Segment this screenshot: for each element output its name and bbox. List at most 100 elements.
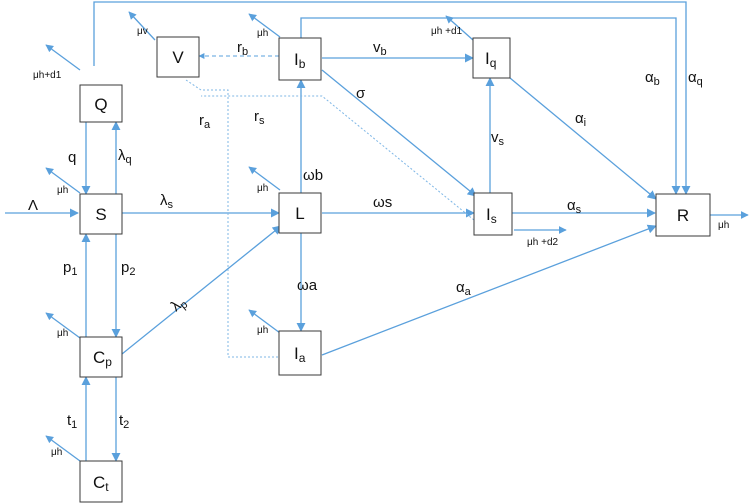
- label-omega-s: ωs: [373, 194, 392, 211]
- death-arrow-ct: [45, 435, 81, 462]
- node-l: L: [278, 192, 322, 234]
- node-is-main: I: [486, 205, 491, 224]
- node-ia-label: Ia: [294, 344, 306, 365]
- node-ia-sub: a: [299, 351, 306, 365]
- death-label-ib: μh: [257, 28, 268, 39]
- node-ct-sub: t: [105, 480, 109, 494]
- death-arrow-v: [128, 11, 156, 41]
- label-sigma: σ: [356, 85, 366, 102]
- node-ia: Ia: [278, 330, 322, 376]
- node-ia-main: I: [294, 344, 299, 363]
- label-nu-b: vb: [373, 39, 387, 58]
- label-lambda-p: λp: [168, 293, 191, 316]
- node-cp: Cp: [79, 336, 123, 378]
- label-lambda-q: λq: [118, 147, 132, 166]
- label-alpha-b: αb: [645, 69, 660, 88]
- arrow-cp-to-l: [121, 225, 282, 355]
- node-is-sub: s: [491, 212, 497, 226]
- label-r-a-sub: a: [204, 119, 211, 131]
- label-nu-s: vs: [491, 129, 505, 148]
- node-ib-main: I: [294, 50, 299, 69]
- label-lambda-recruitment: Λ: [28, 197, 38, 214]
- death-label-iq: μh +d1: [431, 26, 463, 37]
- label-r-b-sub: b: [242, 46, 248, 58]
- death-arrow-l: [248, 166, 281, 191]
- transition-arrows: [5, 1, 691, 462]
- node-q-label: Q: [94, 95, 107, 114]
- node-iq-sub: q: [490, 56, 497, 70]
- label-t1-sub: 1: [71, 419, 77, 431]
- label-p1: p1: [63, 259, 77, 278]
- death-arrows: [45, 11, 749, 462]
- label-alpha-i-sub: i: [584, 117, 586, 129]
- label-q: q: [68, 149, 76, 166]
- label-t2-sub: 2: [123, 419, 129, 431]
- death-label-r: μh: [718, 220, 729, 231]
- death-label-s: μh: [57, 185, 68, 196]
- label-lambda-s-sub: s: [168, 199, 174, 211]
- death-labels: μv μh+d1 μh μh μh μh μh μh μh +d1 μh +d2…: [33, 26, 729, 458]
- label-r-a-main: r: [199, 112, 204, 129]
- label-t1-main: t: [67, 412, 72, 429]
- node-iq: Iq: [472, 37, 511, 79]
- node-ib-sub: b: [299, 57, 306, 71]
- death-label-v: μv: [137, 26, 148, 37]
- node-ct-label: Ct: [93, 473, 109, 494]
- label-nu-b-main: v: [373, 39, 381, 56]
- label-alpha-q-main: α: [688, 69, 697, 86]
- arrow-ib-to-is: [321, 69, 477, 197]
- node-ct: Ct: [79, 460, 123, 503]
- death-label-cp: μh: [57, 328, 68, 339]
- path-ia-to-v: [185, 79, 278, 358]
- label-p2: p2: [121, 259, 135, 278]
- death-arrow-ib: [248, 13, 281, 38]
- arrow-ia-to-r: [321, 224, 657, 356]
- node-ct-main: C: [93, 473, 105, 492]
- label-p1-sub: 1: [71, 266, 77, 278]
- label-p2-sub: 2: [129, 266, 135, 278]
- node-s-label: S: [95, 205, 106, 224]
- node-r-label: R: [677, 206, 689, 225]
- death-arrow-s: [45, 167, 81, 194]
- rate-labels: Λ q λq λs λp p1 p2 t1 t2 rb ra rs vb vs …: [28, 39, 703, 431]
- node-iq-main: I: [485, 49, 490, 68]
- death-arrow-cp: [45, 312, 81, 339]
- node-v: V: [156, 36, 200, 78]
- node-cp-sub: p: [105, 355, 112, 369]
- node-iq-label: Iq: [485, 49, 496, 70]
- label-alpha-a: αa: [456, 279, 472, 298]
- arrow-q-to-r: [93, 1, 691, 195]
- label-t2: t2: [119, 412, 129, 431]
- label-alpha-s-sub: s: [576, 204, 582, 216]
- label-nu-s-main: v: [491, 129, 499, 146]
- node-v-label: V: [172, 48, 184, 67]
- death-label-ct: μh: [51, 447, 62, 458]
- node-ib-label: Ib: [294, 50, 306, 71]
- label-r-s-main: r: [254, 108, 259, 125]
- node-r: R: [655, 193, 711, 237]
- death-label-ia: μh: [257, 325, 268, 336]
- death-label-q: μh+d1: [33, 70, 62, 81]
- vaccination-arrows: [185, 53, 475, 358]
- label-r-b: rb: [237, 39, 248, 58]
- label-alpha-a-sub: a: [465, 286, 472, 298]
- death-label-l: μh: [257, 183, 268, 194]
- label-t2-main: t: [119, 412, 124, 429]
- node-q: Q: [79, 84, 123, 123]
- label-r-b-main: r: [237, 39, 242, 56]
- label-alpha-b-main: α: [645, 69, 654, 86]
- node-l-label: L: [295, 204, 304, 223]
- label-alpha-s-main: α: [567, 197, 576, 214]
- label-alpha-q-sub: q: [697, 76, 703, 88]
- label-r-s-sub: s: [259, 115, 265, 127]
- label-nu-b-sub: b: [381, 46, 387, 58]
- label-lambda-q-main: λ: [118, 147, 126, 164]
- arrow-ib-to-r: [300, 17, 681, 195]
- node-s: S: [79, 193, 123, 235]
- label-alpha-b-sub: b: [654, 76, 660, 88]
- label-lambda-q-sub: q: [126, 154, 132, 166]
- label-alpha-i-main: α: [575, 110, 584, 127]
- node-ib: Ib: [278, 37, 322, 81]
